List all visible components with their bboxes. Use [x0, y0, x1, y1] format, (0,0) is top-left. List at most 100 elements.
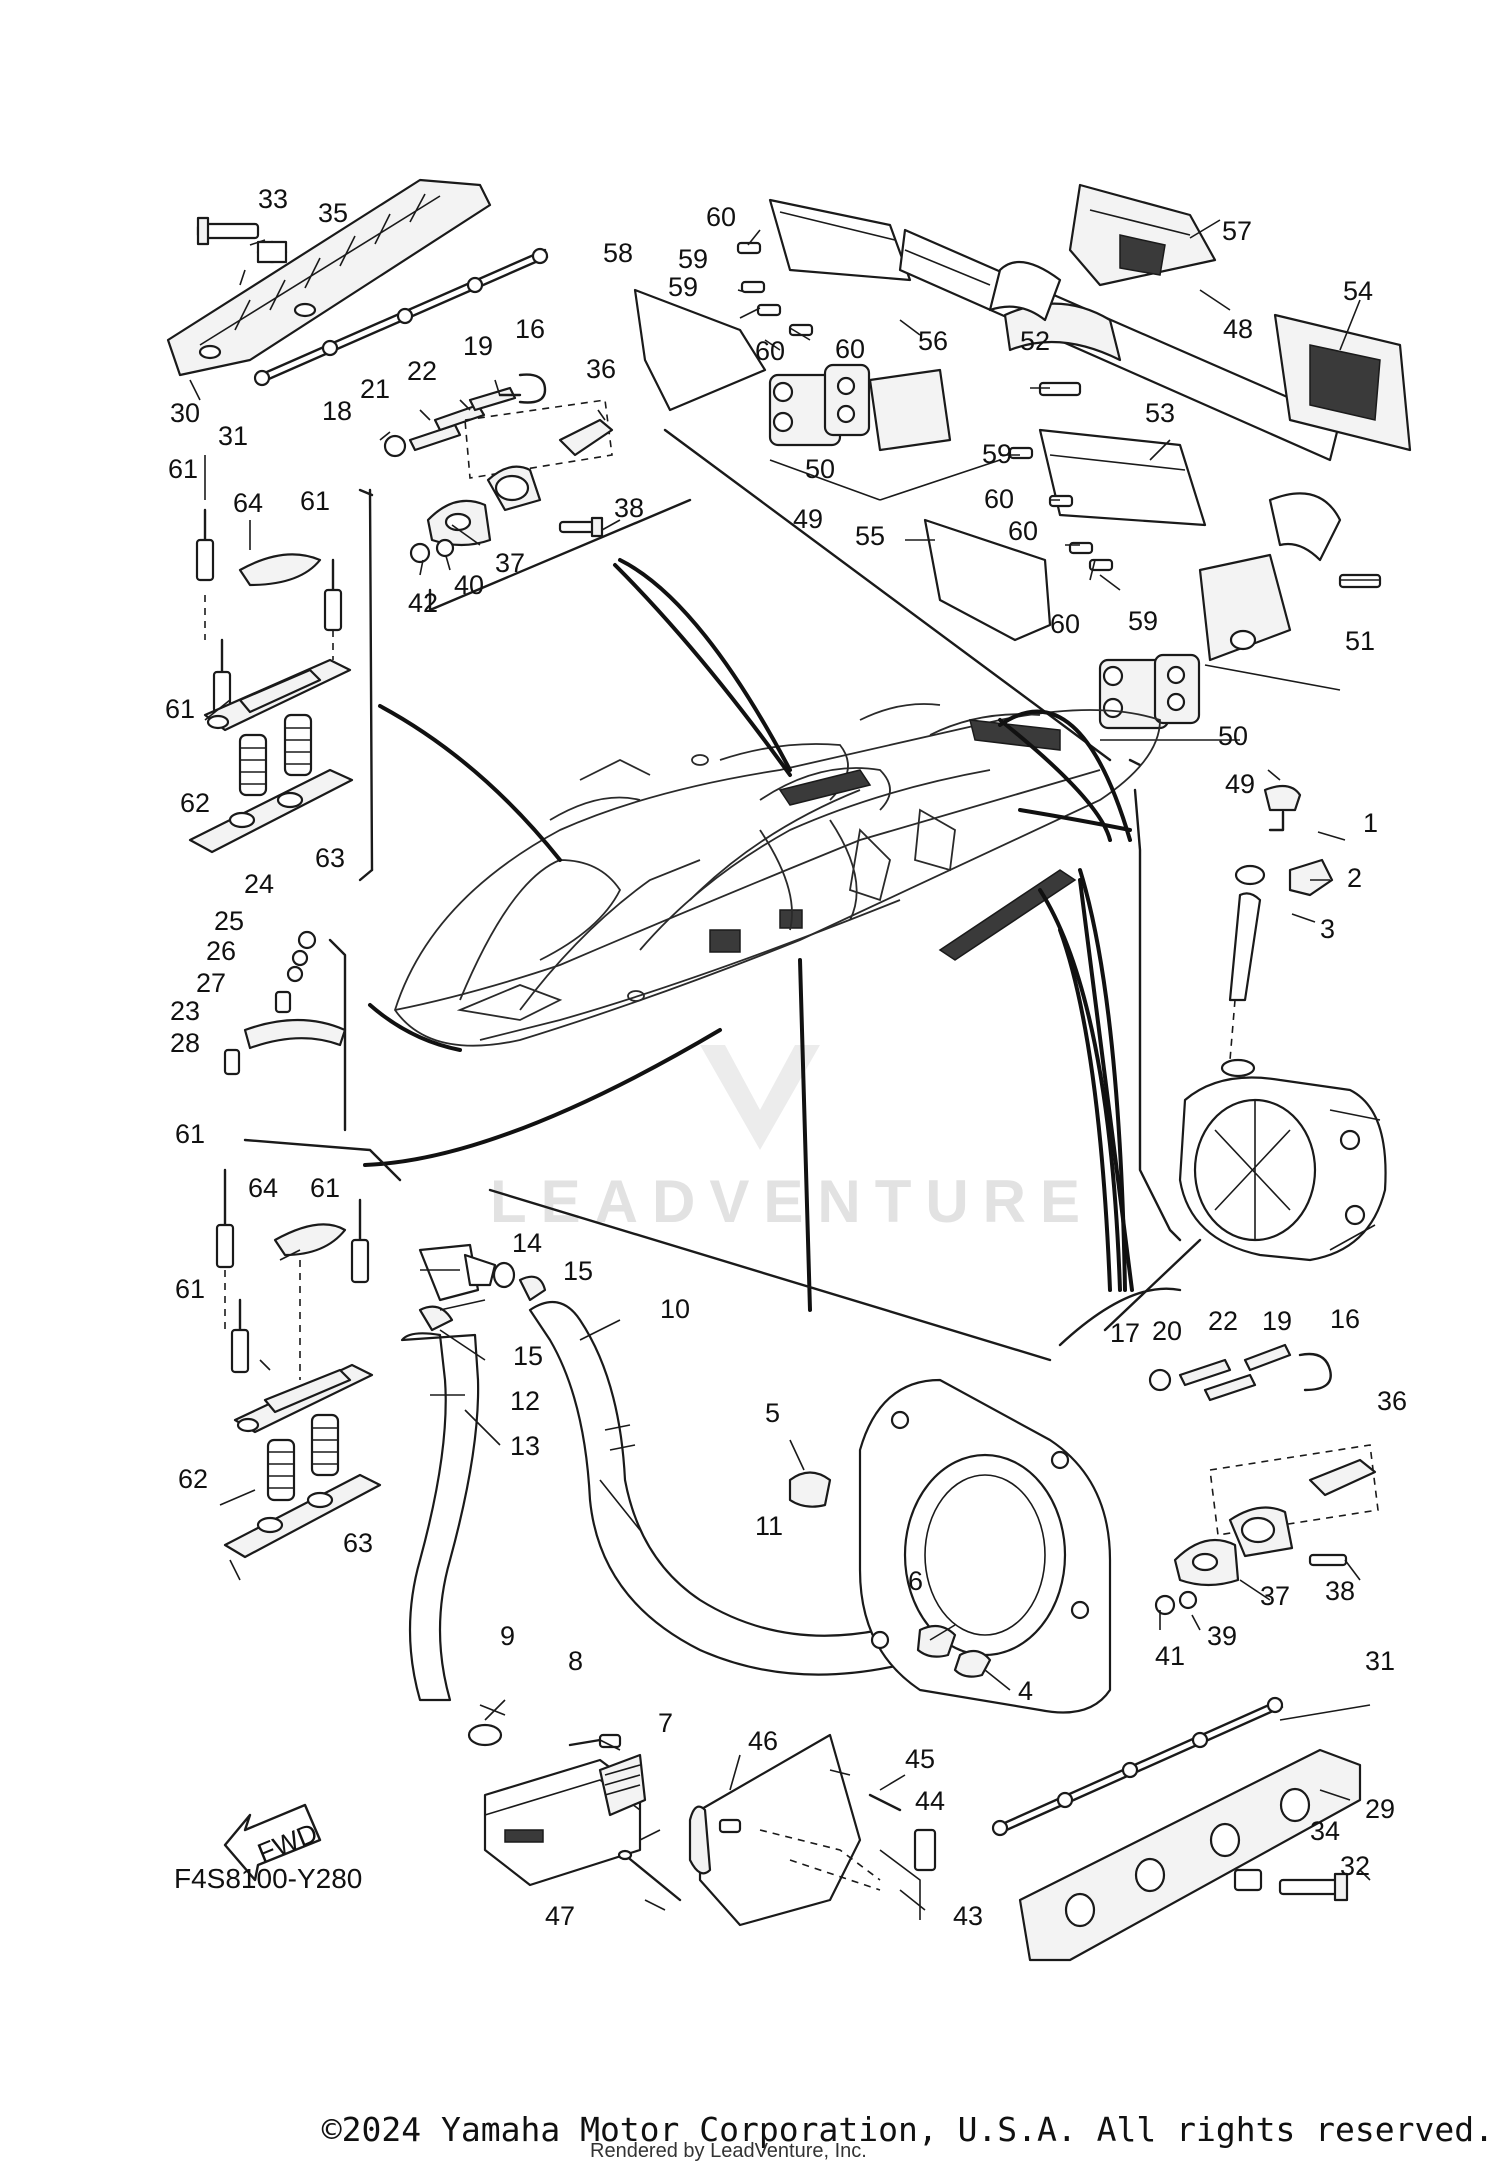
jet-pump-assembly: [1178, 784, 1387, 1262]
callout-13: 13: [510, 1431, 540, 1461]
callout-26: 26: [206, 936, 236, 966]
watermark-text: LEADVENTURE: [490, 1168, 1094, 1235]
tow-eye-assembly-upper: [188, 488, 374, 882]
fwd-label: FWD: [253, 1818, 321, 1869]
callout-41: 41: [1155, 1641, 1185, 1671]
callout-61a: 61: [168, 454, 198, 484]
callout-50a: 50: [805, 454, 835, 484]
callout-42: 42: [408, 588, 438, 618]
callout-59a: 59: [678, 244, 708, 274]
callout-5: 5: [765, 1398, 780, 1428]
callout-3: 3: [1320, 914, 1335, 944]
callout-60a: 60: [706, 202, 736, 232]
callout-61c: 61: [165, 694, 195, 724]
callout-59d: 59: [1128, 606, 1158, 636]
intake-duct: [788, 1378, 1112, 1714]
callout-29: 29: [1365, 1794, 1395, 1824]
callout-61d: 61: [175, 1119, 205, 1149]
callout-30: 30: [170, 398, 200, 428]
callout-62b: 62: [178, 1464, 208, 1494]
side-handle-assembly: [991, 1696, 1362, 1962]
callout-28: 28: [170, 1028, 200, 1058]
callout-55: 55: [855, 521, 885, 551]
copyright-notice: ©2024 Yamaha Motor Corporation, U.S.A. A…: [321, 2110, 1494, 2149]
callout-1: 1: [1363, 808, 1378, 838]
hook-hardware-lower: [1148, 1343, 1379, 1616]
callout-31a: 31: [1365, 1646, 1395, 1676]
callout-60c: 60: [835, 334, 865, 364]
callout-4: 4: [1018, 1676, 1033, 1706]
callout-53: 53: [1145, 398, 1175, 428]
callout-39: 39: [1207, 1621, 1237, 1651]
callout-48: 48: [1223, 314, 1253, 344]
callout-52: 52: [1020, 326, 1050, 356]
callout-20: 20: [1152, 1316, 1182, 1346]
rendered-by-notice: Rendered by LeadVenture, Inc.: [590, 2140, 867, 2162]
diagram-code: F4S8100-Y280: [174, 1863, 363, 1894]
callout-44: 44: [915, 1786, 945, 1816]
callout-25: 25: [214, 906, 244, 936]
callout-36a: 36: [1377, 1386, 1407, 1416]
callout-15b: 15: [513, 1341, 543, 1371]
lanyard-hardware: [223, 930, 347, 1076]
callout-8: 8: [568, 1646, 583, 1676]
callout-64a: 64: [233, 488, 263, 518]
callout-50b: 50: [1218, 721, 1248, 751]
callout-61f: 61: [175, 1274, 205, 1304]
callout-45: 45: [905, 1744, 935, 1774]
callout-24: 24: [244, 869, 274, 899]
callout-60f: 60: [1050, 609, 1080, 639]
callout-56: 56: [918, 326, 948, 356]
callout-60b: 60: [755, 336, 785, 366]
callout-19b: 19: [463, 331, 493, 361]
callout-14: 14: [512, 1228, 542, 1258]
callout-32: 32: [1340, 1851, 1370, 1881]
callout-59c: 59: [982, 439, 1012, 469]
callout-35: 35: [318, 198, 348, 228]
callout-60d: 60: [984, 484, 1014, 514]
callout-22a: 22: [1208, 1306, 1238, 1336]
leader-lines: [189, 219, 1380, 1911]
callout-18: 18: [322, 396, 352, 426]
callout-37b: 37: [495, 548, 525, 578]
callout-61e: 61: [310, 1173, 340, 1203]
callout-33: 33: [258, 184, 288, 214]
callout-37a: 37: [1260, 1581, 1290, 1611]
watermark-logo: LEADVENTURE: [490, 1045, 1094, 1235]
callout-34: 34: [1310, 1816, 1340, 1846]
callout-38b: 38: [614, 493, 644, 523]
callout-23: 23: [170, 996, 200, 1026]
callout-15a: 15: [563, 1256, 593, 1286]
callout-7: 7: [658, 1708, 673, 1738]
exhaust-cover-assembly: [633, 183, 1412, 767]
callout-49a: 49: [793, 504, 823, 534]
callout-21: 21: [360, 374, 390, 404]
callout-51: 51: [1345, 626, 1375, 656]
callout-59b: 59: [668, 272, 698, 302]
callout-62a: 62: [180, 788, 210, 818]
callout-11: 11: [755, 1511, 783, 1541]
callout-19a: 19: [1262, 1306, 1292, 1336]
hook-hardware-upper: [383, 373, 692, 612]
rear-guard: [688, 1733, 937, 1927]
callout-16a: 16: [1330, 1304, 1360, 1334]
callout-49b: 49: [1225, 769, 1255, 799]
hose-assembly: [400, 1243, 913, 1747]
callout-46: 46: [748, 1726, 778, 1756]
rear-handle-assembly: [166, 178, 549, 387]
callout-labels: 1 2 3 4 5 6 7 8 9 10 11 12 13 14 15 15 1…: [165, 184, 1407, 1931]
callout-27: 27: [196, 968, 226, 998]
callout-31b: 31: [218, 421, 248, 451]
callout-17: 17: [1110, 1318, 1140, 1348]
callout-57: 57: [1222, 216, 1252, 246]
electrical-box: [483, 1733, 682, 1902]
callout-9: 9: [500, 1621, 515, 1651]
callout-58: 58: [603, 238, 633, 268]
group-frames: [243, 788, 1202, 1362]
location-arrows: [363, 558, 1134, 1312]
callout-36b: 36: [586, 354, 616, 384]
callout-10: 10: [660, 1294, 690, 1324]
callout-60e: 60: [1008, 516, 1038, 546]
callout-6: 6: [908, 1566, 923, 1596]
